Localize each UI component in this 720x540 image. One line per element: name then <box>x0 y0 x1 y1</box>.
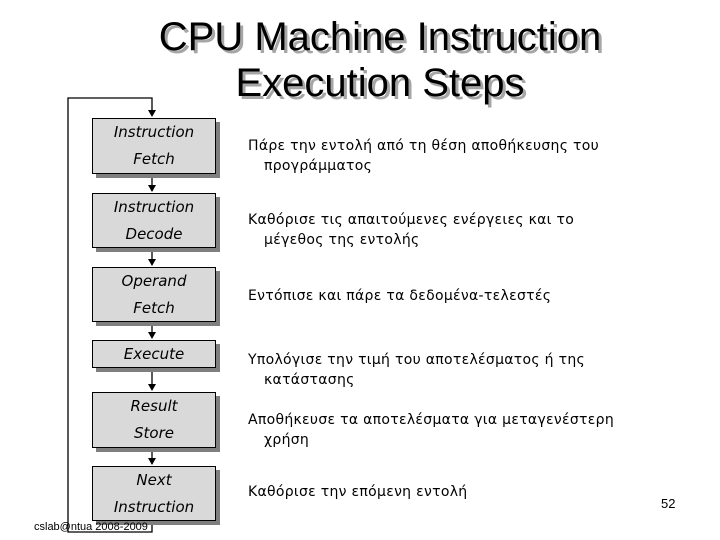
step-box-execute: Execute <box>92 340 216 368</box>
page-title: CPU Machine Instruction Execution Steps <box>80 14 680 106</box>
step-box-instruction-fetch: Instruction Fetch <box>92 118 216 174</box>
step-label: Execute <box>123 344 185 363</box>
loop-back-arrow <box>67 97 156 533</box>
title-line-2: Execution Steps <box>235 61 525 105</box>
step-label: Store <box>134 424 174 442</box>
step-label: Decode <box>125 224 183 243</box>
description-line: κατάστασης <box>264 372 355 388</box>
step-box-operand-fetch: Operand Fetch <box>92 267 216 322</box>
step-box-result-store: Result Store <box>92 392 216 448</box>
page-number: 52 <box>661 496 676 511</box>
step-box-next-instruction: Next Instruction <box>92 466 216 521</box>
description-line: Καθόρισε τις απαιτούμενες ενέργειες και … <box>248 212 575 228</box>
step-description-execute: Υπολόγισε την τιμή του αποτελέσματος ή τ… <box>248 350 668 390</box>
step-description-store: Αποθήκευσε τα αποτελέσματα για μεταγενέσ… <box>248 410 668 450</box>
step-description-fetch: Πάρε την εντολή από τη θέση αποθήκευσης … <box>248 136 668 176</box>
description-line: Υπολόγισε την τιμή του αποτελέσματος ή τ… <box>248 352 586 368</box>
step-description-operand: Εντόπισε και πάρε τα δεδομένα-τελεστές <box>248 286 668 306</box>
description-line: Αποθήκευσε τα αποτελέσματα για μεταγενέσ… <box>248 412 615 428</box>
footer-credit: cslab@ntua 2008-2009 <box>34 521 148 533</box>
description-line: Καθόρισε την επόμενη εντολή <box>248 484 468 500</box>
description-line: Εντόπισε και πάρε τα δεδομένα-τελεστές <box>248 288 552 304</box>
step-label: Instruction <box>113 497 195 516</box>
step-description-next: Καθόρισε την επόμενη εντολή <box>248 482 668 502</box>
step-label: Fetch <box>133 150 175 168</box>
step-label: Operand <box>121 271 187 290</box>
title-line-1: CPU Machine Instruction <box>158 15 602 59</box>
description-line: μέγεθος της εντολής <box>264 232 420 248</box>
step-box-instruction-decode: Instruction Decode <box>92 193 216 248</box>
step-label: Fetch <box>133 298 175 317</box>
step-label: Result <box>130 397 178 415</box>
step-label: Next <box>136 470 172 489</box>
step-label: Instruction <box>113 123 195 141</box>
description-line: χρήση <box>264 432 310 448</box>
description-line: Πάρε την εντολή από τη θέση αποθήκευσης … <box>248 138 599 154</box>
step-label: Instruction <box>113 197 195 216</box>
description-line: προγράμματος <box>264 158 373 174</box>
step-description-decode: Καθόρισε τις απαιτούμενες ενέργειες και … <box>248 210 668 250</box>
